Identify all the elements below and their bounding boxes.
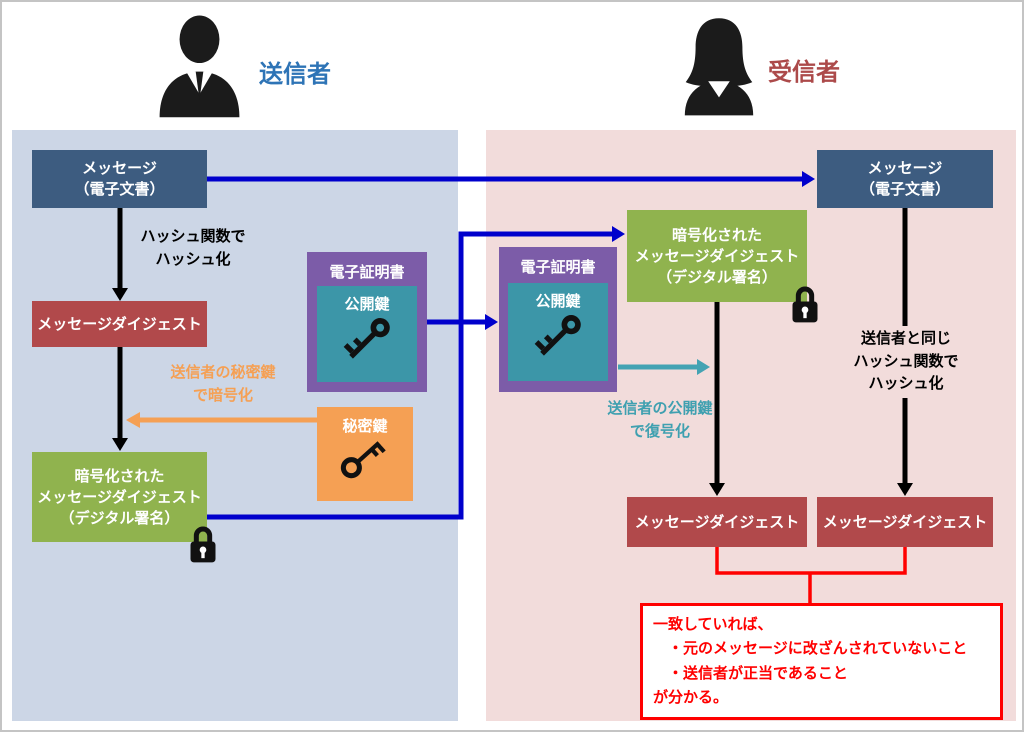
receiver-certificate-box: 電子証明書 公開鍵: [499, 247, 617, 392]
padlock-icon: [788, 284, 822, 329]
receiver-digest-from-signature-box: メッセージダイジェスト: [627, 497, 807, 547]
conclusion-line3: ・送信者が正当であること: [653, 664, 848, 682]
sender-public-key-label: 公開鍵: [344, 296, 390, 313]
receiver-signature-line3: （デジタル署名）: [657, 268, 777, 286]
sender-private-key-box: 秘密鍵: [317, 407, 413, 501]
sender-message-box: メッセージ （電子文書）: [32, 150, 207, 208]
sender-certificate-title: 電子証明書: [329, 264, 405, 281]
sender-digest-box: メッセージダイジェスト: [32, 301, 207, 347]
conclusion-box: 一致していれば、 ・元のメッセージに改ざんされていないこと ・送信者が正当である…: [640, 603, 1003, 721]
encrypt-with-private-key-note: 送信者の秘密鍵 で暗号化: [149, 362, 297, 407]
public-key-icon: [336, 307, 398, 369]
receiver-hash-note: 送信者と同じ ハッシュ関数で ハッシュ化: [835, 326, 977, 398]
sender-signature-line2: メッセージダイジェスト: [37, 488, 202, 506]
sender-digest-label: メッセージダイジェスト: [37, 315, 202, 333]
receiver-signature-line1: 暗号化された: [671, 226, 762, 244]
padlock-icon: [186, 524, 220, 569]
receiver-digest-left-label: メッセージダイジェスト: [634, 513, 800, 531]
sender-message-line1: メッセージ: [82, 160, 157, 177]
receiver-certificate-title: 電子証明書: [520, 259, 596, 276]
conclusion-line4: が分かる。: [653, 688, 729, 706]
sender-person-icon: [152, 10, 247, 123]
receiver-person-icon: [674, 12, 764, 123]
receiver-hash-note-line1: 送信者と同じ: [860, 330, 951, 347]
public-key-icon: [527, 304, 589, 366]
receiver-public-key-label: 公開鍵: [535, 293, 581, 310]
receiver-role-label: 受信者: [768, 59, 840, 86]
sender-signature-line3: （デジタル署名）: [59, 509, 180, 527]
sender-hash-note-line2: ハッシュ化: [155, 250, 231, 268]
sender-role-label: 送信者: [259, 61, 331, 88]
receiver-message-line1: メッセージ: [867, 160, 943, 177]
encrypt-note-line1: 送信者の秘密鍵: [170, 364, 276, 381]
decrypt-note-line2: で復号化: [629, 422, 690, 440]
receiver-message-box: メッセージ （電子文書）: [817, 150, 993, 208]
sender-certificate-box: 電子証明書 公開鍵: [307, 252, 427, 392]
sender-private-key-label: 秘密鍵: [342, 418, 388, 435]
receiver-hash-note-line3: ハッシュ化: [868, 375, 944, 392]
conclusion-line1: 一致していれば、: [653, 616, 773, 633]
sender-signature-line1: 暗号化された: [74, 467, 165, 485]
sender-hash-note: ハッシュ関数で ハッシュ化: [122, 226, 264, 271]
receiver-signature-line2: メッセージダイジェスト: [634, 247, 800, 265]
decrypt-with-public-key-note: 送信者の公開鍵 で復号化: [585, 398, 735, 443]
receiver-message-line2: （電子文書）: [859, 181, 950, 198]
sender-hash-note-line1: ハッシュ関数で: [140, 228, 246, 245]
encrypt-note-line2: で暗号化: [192, 386, 253, 404]
decrypt-note-line1: 送信者の公開鍵: [607, 400, 713, 417]
private-key-icon: [333, 429, 395, 489]
sender-message-line2: （電子文書）: [74, 181, 165, 198]
receiver-signature-box: 暗号化された メッセージダイジェスト （デジタル署名）: [627, 210, 807, 302]
receiver-digest-right-label: メッセージダイジェスト: [822, 513, 988, 531]
receiver-hash-note-line2: ハッシュ関数で: [853, 352, 959, 370]
sender-signature-box: 暗号化された メッセージダイジェスト （デジタル署名）: [32, 452, 207, 542]
receiver-digest-from-message-box: メッセージダイジェスト: [817, 497, 993, 547]
receiver-public-key-box: 公開鍵: [508, 283, 608, 381]
conclusion-line2: ・元のメッセージに改ざんされていないこと: [653, 640, 968, 658]
sender-public-key-box: 公開鍵: [317, 286, 417, 382]
